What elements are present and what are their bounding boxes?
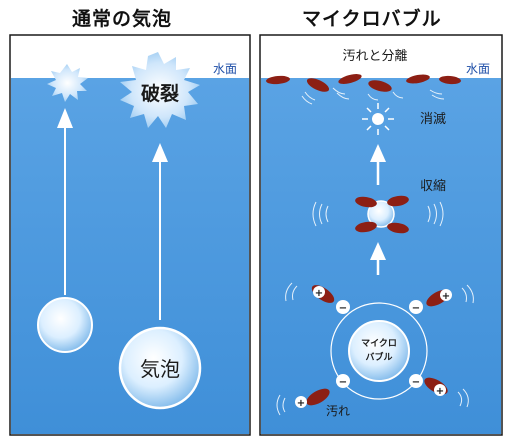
plus-charge (313, 286, 325, 298)
dirt-particle (355, 196, 377, 208)
dirt-with-charge-ll (276, 388, 330, 416)
dirt-particle (355, 221, 377, 233)
big-bubble (118, 326, 202, 410)
dirt-particle (266, 75, 290, 85)
charge-orbit (330, 302, 428, 400)
separated-dirt-group (266, 74, 461, 92)
dirt-with-charge-ur (426, 284, 474, 307)
minus-sign: − (412, 303, 420, 314)
shrink-to-vanish-arrowhead (370, 144, 386, 162)
right-panel-title: マイクロバブル (302, 8, 442, 30)
vanish-label: 消滅 (420, 112, 446, 127)
bubble-label: 気泡 (140, 357, 180, 381)
minus-sign: − (412, 377, 420, 388)
dirt-particle (368, 80, 392, 92)
minus-charge (336, 374, 350, 388)
big-burst-shape (120, 52, 200, 128)
minus-charge (409, 300, 423, 314)
shrink-label: 収縮 (420, 178, 446, 194)
vanish-sparkle (362, 103, 394, 135)
negative-charges (336, 300, 423, 388)
small-rise-arrowhead (57, 108, 73, 128)
dirt-particle (406, 74, 430, 84)
microbubble-label-line1: マイクロ (361, 338, 397, 349)
dirt-particle (306, 78, 330, 92)
dirt-particle (387, 222, 409, 234)
burst-label: 破裂 (141, 83, 179, 105)
plus-charge (434, 384, 446, 396)
microbubble-group (276, 282, 474, 416)
left-panel (9, 34, 251, 436)
surface-ripples (301, 87, 445, 105)
plus-sign: + (315, 288, 323, 299)
plus-charge (295, 396, 307, 408)
minus-charge (336, 300, 350, 314)
separation-label: 汚れと分離 (342, 49, 407, 64)
right-panel (259, 34, 503, 436)
dirt-particle (387, 195, 409, 207)
right-water-surface-label: 水面 (466, 62, 490, 76)
micro-to-shrink-arrowhead (370, 242, 386, 260)
plus-sign: + (436, 386, 444, 397)
dirt-with-charge-ul (285, 282, 335, 303)
dirt-particle (338, 74, 362, 84)
plus-sign: + (297, 398, 305, 409)
small-bubble (37, 297, 93, 353)
microbubble-label-line2: バブル (365, 351, 392, 363)
big-rise-arrowhead (152, 143, 168, 162)
dirt-particle (439, 75, 461, 85)
dirt-label: 汚れ (326, 404, 350, 418)
dirt-with-charge-lr (424, 377, 469, 408)
dirt-particle (306, 388, 330, 406)
minus-sign: − (339, 377, 347, 388)
left-water-surface-label: 水面 (213, 62, 237, 76)
shrinking-bubble (367, 200, 395, 228)
shrink-vibration-lines (312, 201, 444, 227)
small-burst-shape (47, 64, 88, 102)
plus-sign: + (442, 291, 450, 302)
left-panel-title: 通常の気泡 (72, 8, 173, 30)
plus-charge (440, 289, 452, 301)
shrinking-bubble-group (312, 195, 444, 234)
microbubble (348, 320, 410, 382)
minus-sign: − (339, 303, 347, 314)
minus-charge (409, 374, 423, 388)
